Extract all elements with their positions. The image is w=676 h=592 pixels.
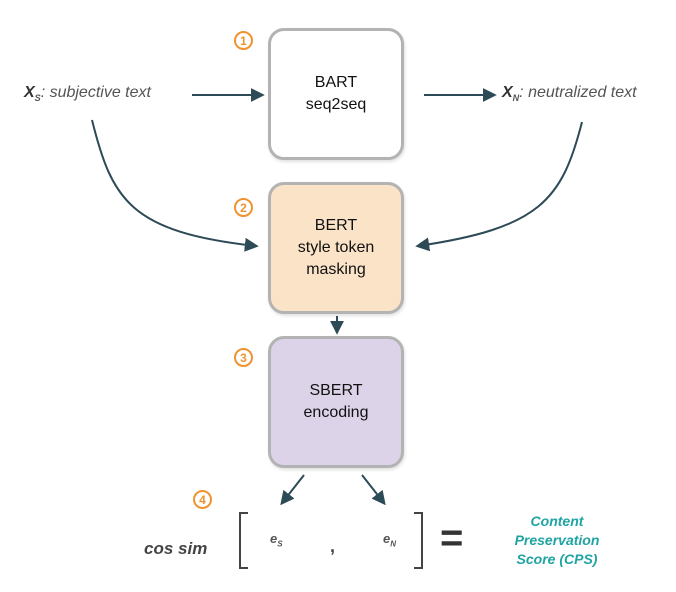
arrow-sbert-to-en <box>361 474 386 506</box>
step-badge-1: 1 <box>234 31 253 50</box>
embedding-es: eS <box>270 531 283 549</box>
output-symbol: X <box>502 84 513 101</box>
bert-box-line3: masking <box>306 261 366 278</box>
es-subscript: S <box>277 539 283 549</box>
arrow-input-to-bert <box>91 119 259 252</box>
sbert-box-line1: SBERT <box>309 382 363 399</box>
output-label: : neutralized text <box>519 84 637 101</box>
step-badge-4: 4 <box>193 490 212 509</box>
sbert-encoding-box: SBERT encoding <box>268 336 404 468</box>
input-symbol: X <box>24 84 35 101</box>
es-symbol: e <box>270 531 278 546</box>
en-symbol: e <box>383 531 391 546</box>
cps-line1: Content <box>530 513 584 529</box>
input-text-label: XS: subjective text <box>24 84 151 103</box>
output-subscript: N <box>512 93 520 104</box>
sbert-box-line2: encoding <box>303 404 369 421</box>
step-badge-3: 3 <box>234 348 253 367</box>
arrow-sbert-to-es <box>280 474 305 506</box>
left-bracket <box>239 512 248 569</box>
bart-seq2seq-box: BART seq2seq <box>268 28 404 160</box>
embedding-en: eN <box>383 531 396 549</box>
cos-sim-label: cos sim <box>144 539 208 558</box>
bart-box-line1: BART <box>314 74 358 91</box>
arrow-output-to-bert <box>415 121 583 252</box>
bart-box-line2: seq2seq <box>305 96 367 113</box>
bert-box-line1: BERT <box>314 217 358 234</box>
output-text-label: XN: neutralized text <box>502 84 637 103</box>
en-subscript: N <box>390 539 397 549</box>
cps-line3: Score (CPS) <box>516 551 598 567</box>
formula-comma: , <box>330 536 336 556</box>
cps-line2: Preservation <box>514 532 600 548</box>
bert-masking-box: BERT style token masking <box>268 182 404 314</box>
cps-result-label: Content Preservation Score (CPS) <box>492 512 622 569</box>
equals-sign: = <box>440 516 464 560</box>
input-subscript: S <box>34 93 41 104</box>
input-label: : subjective text <box>40 84 151 101</box>
bert-box-line2: style token <box>297 239 375 256</box>
step-badge-2: 2 <box>234 198 253 217</box>
right-bracket <box>414 512 423 569</box>
